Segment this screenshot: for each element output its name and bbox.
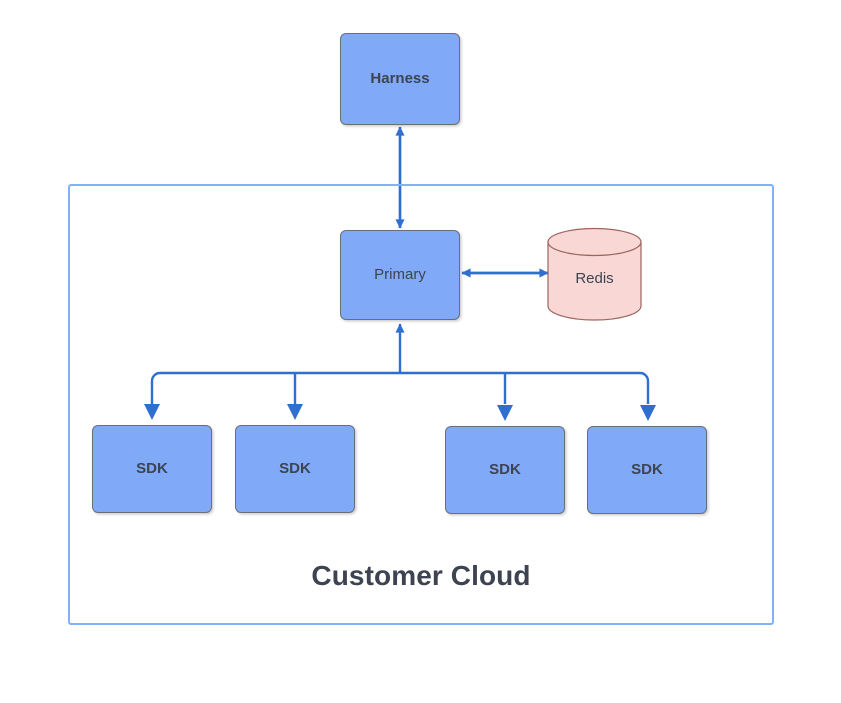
node-sdk-4-label: SDK — [631, 460, 663, 478]
node-primary-label: Primary — [374, 265, 426, 283]
node-sdk-2[interactable]: SDK — [235, 425, 355, 513]
customer-cloud-container — [68, 184, 774, 625]
node-sdk-4[interactable]: SDK — [587, 426, 707, 514]
customer-cloud-label: Customer Cloud — [311, 560, 531, 591]
node-harness-label: Harness — [370, 69, 430, 87]
node-sdk-1[interactable]: SDK — [92, 425, 212, 513]
node-redis[interactable]: Redis — [547, 227, 642, 321]
node-harness[interactable]: Harness — [340, 33, 460, 125]
node-primary[interactable]: Primary — [340, 230, 460, 320]
node-sdk-2-label: SDK — [279, 459, 311, 477]
node-sdk-1-label: SDK — [136, 459, 168, 477]
node-sdk-3-label: SDK — [489, 460, 521, 478]
cylinder-icon — [547, 227, 642, 321]
node-sdk-3[interactable]: SDK — [445, 426, 565, 514]
node-redis-label: Redis — [575, 269, 614, 287]
